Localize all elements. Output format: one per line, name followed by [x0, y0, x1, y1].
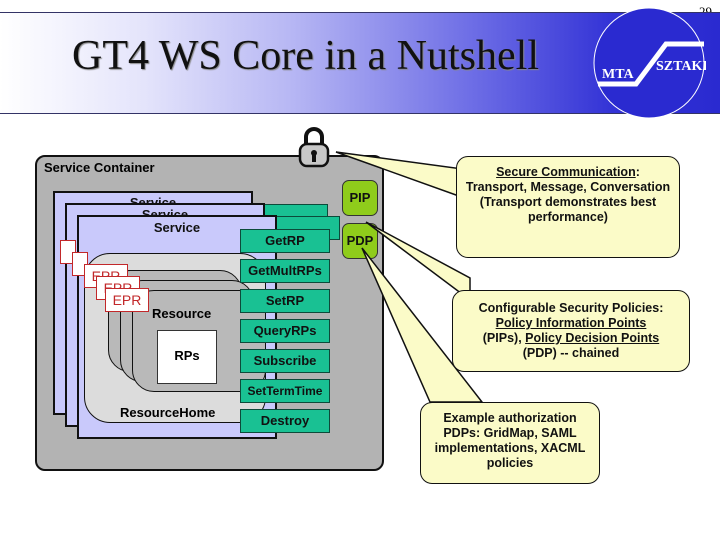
secure-comm-heading: Secure Communication: [496, 165, 636, 179]
authz-text: Example authorization PDPs: GridMap, SAM…: [434, 411, 586, 470]
service-container-label: Service Container: [44, 160, 155, 175]
resource-label: Resource: [152, 306, 212, 321]
policies-line1: Configurable Security Policies:: [478, 301, 664, 315]
logo-sztaki-text: SZTAKI: [656, 59, 706, 74]
operation-settermtime: SetTermTime: [240, 379, 330, 403]
epr-3: EPR: [105, 288, 149, 312]
pip-abbr: (PIPs),: [482, 331, 526, 345]
pdp-box: PDP: [342, 223, 378, 259]
resource-home-label: ResourceHome: [120, 405, 216, 420]
logo-mta-text: MTA: [602, 67, 635, 82]
operation-setrp: SetRP: [240, 289, 330, 313]
resource-properties: RPs: [157, 330, 217, 384]
callout-secure-communication: Secure Communication: Transport, Message…: [456, 156, 680, 258]
callout-authorization: Example authorization PDPs: GridMap, SAM…: [420, 402, 600, 484]
pdp-term: Policy Decision Points: [525, 331, 660, 345]
lock-icon: [298, 127, 330, 168]
operation-getmultrps: GetMultRPs: [240, 259, 330, 283]
operation-subscribe: Subscribe: [240, 349, 330, 373]
operation-getrp: GetRP: [240, 229, 330, 253]
secure-comm-pointer: [335, 151, 471, 202]
service-label: Service: [153, 220, 201, 235]
slide-title: GT4 WS Core in a Nutshell: [72, 33, 540, 79]
callout-security-policies: Configurable Security Policies: Policy I…: [452, 290, 690, 372]
operation-destroy: Destroy: [240, 409, 330, 433]
secure-comm-body: Transport, Message, Conversation (Transp…: [465, 180, 671, 224]
secure-comm-colon: :: [635, 165, 640, 179]
policies-pointer: [365, 221, 471, 302]
pip-box: PIP: [342, 180, 378, 216]
pip-term: Policy Information Points: [495, 316, 647, 330]
sztaki-logo: MTA SZTAKI: [593, 7, 706, 119]
operation-queryrps: QueryRPs: [240, 319, 330, 343]
pdp-abbr: (PDP) -- chained: [522, 346, 620, 360]
